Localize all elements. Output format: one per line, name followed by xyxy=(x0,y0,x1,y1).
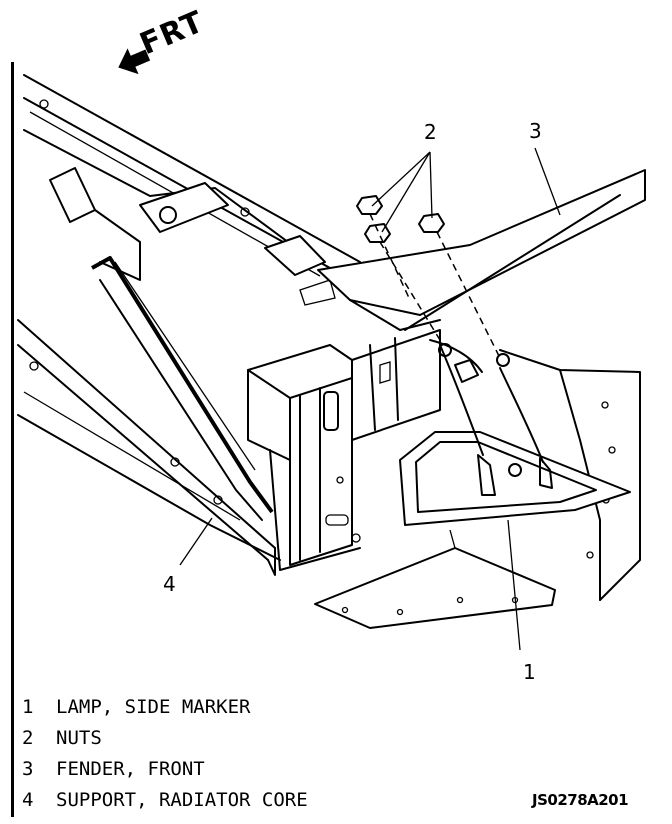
front-fender xyxy=(317,169,646,601)
legend-number: 2 xyxy=(22,727,34,749)
leader-lines xyxy=(179,147,561,651)
front-direction-indicator: FRT xyxy=(118,4,209,75)
radiator-core-support xyxy=(17,319,281,576)
left-border-rule xyxy=(11,62,14,817)
legend-text: FENDER, FRONT xyxy=(56,758,205,780)
legend-text: LAMP, SIDE MARKER xyxy=(56,696,251,718)
callout-2: 2 xyxy=(424,120,437,144)
legend-number: 1 xyxy=(22,696,34,718)
legend-item: 1 LAMP, SIDE MARKER xyxy=(22,692,308,723)
diagonal-brace xyxy=(91,256,274,521)
callout-3: 3 xyxy=(529,119,542,143)
exploded-view-drawing xyxy=(17,74,646,651)
legend-item: 3 FENDER, FRONT xyxy=(22,754,308,785)
lamp-bracket-assembly xyxy=(247,329,441,571)
legend-number: 4 xyxy=(22,789,34,811)
legend-item: 2 NUTS xyxy=(22,723,308,754)
legend-text: SUPPORT, RADIATOR CORE xyxy=(56,789,308,811)
legend-text: NUTS xyxy=(56,727,102,749)
arrow-left-icon xyxy=(118,48,151,75)
legend-item: 4 SUPPORT, RADIATOR CORE xyxy=(22,785,308,816)
splash-shield xyxy=(314,529,556,629)
side-marker-lamp xyxy=(399,339,631,526)
callout-4: 4 xyxy=(163,572,176,596)
upper-rail xyxy=(23,74,361,306)
figure-code: JS0278A201 xyxy=(532,791,629,809)
callout-1: 1 xyxy=(523,660,536,684)
legend-number: 3 xyxy=(22,758,34,780)
parts-legend: 1 LAMP, SIDE MARKER 2 NUTS 3 FENDER, FRO… xyxy=(22,692,308,816)
